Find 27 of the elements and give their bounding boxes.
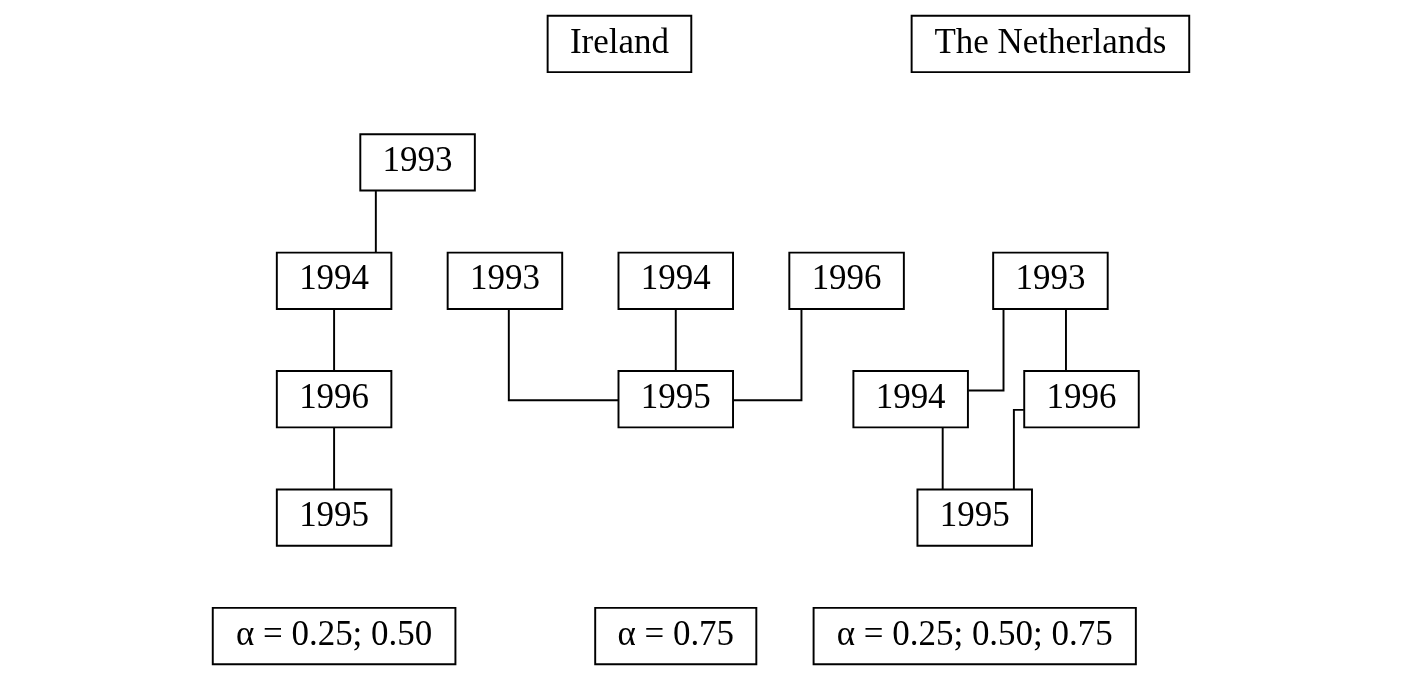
node-box: α = 0.25; 0.50	[211, 606, 457, 666]
connector	[967, 308, 1005, 392]
node-box: 1994	[852, 370, 969, 429]
node-box: Ireland	[546, 14, 693, 74]
node-box: 1994	[275, 251, 393, 310]
node-box: 1995	[275, 488, 393, 547]
connector	[732, 308, 803, 402]
node-box: 1995	[617, 370, 734, 429]
node-box: 1993	[446, 251, 564, 310]
connector	[941, 426, 944, 491]
node-box: 1995	[916, 488, 1033, 547]
connector	[1012, 408, 1025, 491]
node-box: 1996	[788, 251, 905, 310]
node-box: 1996	[1023, 370, 1140, 429]
connector	[333, 426, 336, 491]
node-box: 1993	[359, 133, 476, 192]
node-box: 1994	[617, 251, 734, 310]
connector	[1065, 308, 1067, 372]
node-box: 1993	[992, 251, 1109, 310]
node-box: α = 0.25; 0.50; 0.75	[812, 606, 1137, 666]
node-box: 1996	[275, 370, 393, 429]
connector	[674, 308, 677, 372]
node-box: The Netherlands	[910, 14, 1191, 74]
connector	[333, 308, 336, 372]
connector	[507, 308, 620, 402]
connector	[374, 190, 377, 254]
node-box: α = 0.75	[594, 606, 758, 666]
